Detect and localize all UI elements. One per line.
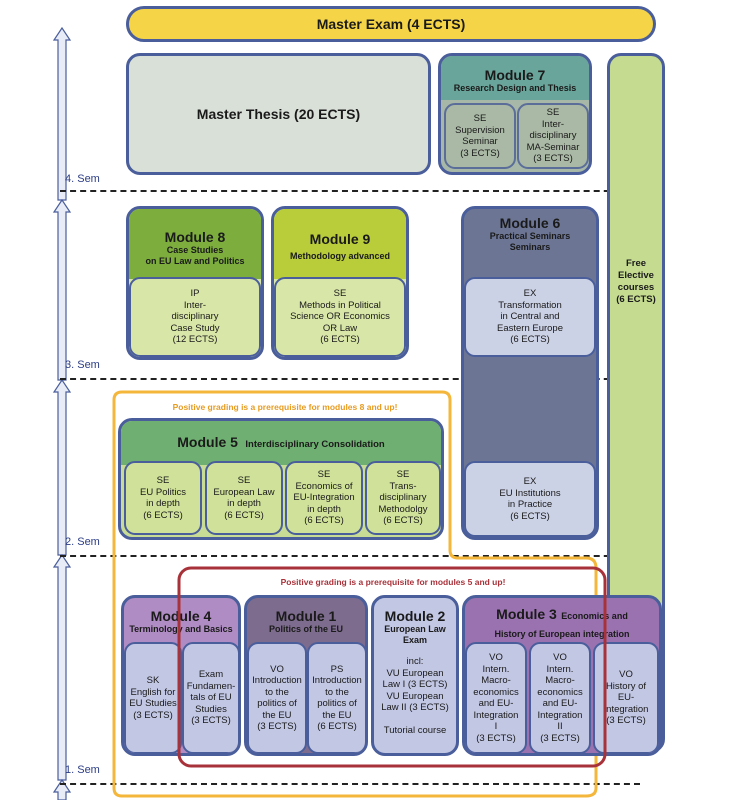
- semester-divider: [60, 190, 640, 192]
- prerequisite-frame-red: [177, 566, 607, 768]
- module-7: Module 7 Research Design and Thesis SE S…: [438, 53, 592, 175]
- course-card: SE EU Politics in depth (6 ECTS): [124, 461, 202, 535]
- module-5-title: Module 5: [177, 434, 238, 450]
- semester-axis: [52, 26, 72, 800]
- module-2-title: Module 2: [384, 608, 446, 624]
- module-6-subtitle: Practical Seminars Seminars: [489, 231, 571, 252]
- semester-divider: [60, 378, 640, 380]
- prerequisite-note-red: Positive grading is a prerequisite for m…: [280, 577, 506, 587]
- module-8-title: Module 8: [164, 229, 226, 245]
- free-elective-label: Free Elective courses (6 ECTS): [616, 258, 656, 305]
- module-5-subtitle: Interdisciplinary Consolidation: [245, 439, 385, 450]
- master-exam-label: Master Exam (4 ECTS): [316, 16, 466, 32]
- module-6-title: Module 6: [499, 215, 561, 231]
- master-thesis-box: Master Thesis (20 ECTS): [126, 53, 431, 175]
- module-6-header: Module 6 Practical Seminars Seminars: [464, 209, 596, 279]
- course-card: SE Methods in Political Science OR Econo…: [274, 277, 406, 357]
- course-card: Exam Fundamen- tals of EU Studies (3 ECT…: [182, 642, 238, 753]
- module-9-header: Module 9 Methodology advanced: [274, 209, 406, 279]
- course-card: SE Supervision Seminar (3 ECTS): [444, 103, 516, 169]
- module-1-header: Module 1 Politics of the EU: [247, 598, 365, 642]
- course-card: incl: VU European Law I (3 ECTS) VU Euro…: [381, 656, 449, 736]
- module-4-header: Module 4 Terminology and Basics: [124, 598, 238, 642]
- semester-divider: [60, 783, 640, 785]
- semester-divider: [60, 555, 640, 557]
- module-8-subtitle: Case Studies on EU Law and Politics: [145, 245, 245, 266]
- semester-label: 3. Sem: [65, 359, 100, 371]
- course-card: SE Economics of EU-Integration in depth …: [285, 461, 363, 535]
- module-4-title: Module 4: [150, 608, 212, 624]
- module-8-header: Module 8 Case Studies on EU Law and Poli…: [129, 209, 261, 279]
- module-3: Module 3 Economics and History of Europe…: [462, 595, 662, 756]
- module-3-title: Module 3: [496, 606, 557, 622]
- course-card: SK English for EU Studies (3 ECTS): [124, 642, 182, 753]
- module-7-subtitle: Research Design and Thesis: [453, 83, 577, 93]
- course-card: SE Inter- disciplinary MA-Seminar (3 ECT…: [517, 103, 589, 169]
- course-card: IP Inter- disciplinary Case Study (12 EC…: [129, 277, 261, 357]
- course-card: EX Transformation in Central and Eastern…: [464, 277, 596, 357]
- module-6: Module 6 Practical Seminars Seminars EX …: [461, 206, 599, 540]
- module-7-title: Module 7: [484, 67, 546, 83]
- master-thesis-label: Master Thesis (20 ECTS): [196, 106, 361, 122]
- module-9: Module 9 Methodology advanced SE Methods…: [271, 206, 409, 360]
- prerequisite-note-orange: Positive grading is a prerequisite for m…: [172, 402, 398, 412]
- module-1-subtitle: Politics of the EU: [268, 624, 343, 634]
- module-2: Module 2 European Law Exam incl: VU Euro…: [371, 595, 459, 756]
- module-9-title: Module 9: [309, 231, 371, 247]
- module-8: Module 8 Case Studies on EU Law and Poli…: [126, 206, 264, 360]
- course-card: VO Intern. Macro- economics and EU- Inte…: [465, 642, 527, 753]
- module-1: Module 1 Politics of the EU VO Introduct…: [244, 595, 368, 756]
- course-card: SE European Law in depth (6 ECTS): [205, 461, 283, 535]
- course-card: SE Trans- disciplinary Methodolgy (6 ECT…: [365, 461, 441, 535]
- module-4: Module 4 Terminology and Basics SK Engli…: [121, 595, 241, 756]
- semester-label: 1. Sem: [65, 764, 100, 776]
- semester-label: 4. Sem: [65, 173, 100, 185]
- module-9-subtitle: Methodology advanced: [289, 251, 390, 261]
- course-card: VO Introduction to the politics of the E…: [247, 642, 307, 753]
- course-card: EX EU Institutions in Practice (6 ECTS): [464, 461, 596, 537]
- module-4-subtitle: Terminology and Basics: [129, 624, 233, 634]
- module-1-title: Module 1: [275, 608, 337, 624]
- master-exam-banner: Master Exam (4 ECTS): [126, 6, 656, 42]
- module-2-subtitle: European Law Exam: [384, 624, 446, 645]
- module-5-header: Module 5 Interdisciplinary Consolidation: [121, 421, 441, 465]
- course-card: VO Intern. Macro- economics and EU- Inte…: [529, 642, 591, 753]
- module-7-header: Module 7 Research Design and Thesis: [441, 56, 589, 100]
- course-card: PS Introduction to the politics of the E…: [307, 642, 365, 753]
- module-2-header: Module 2 European Law Exam: [374, 598, 456, 646]
- module-5: Module 5 Interdisciplinary Consolidation…: [118, 418, 444, 540]
- semester-label: 2. Sem: [65, 536, 100, 548]
